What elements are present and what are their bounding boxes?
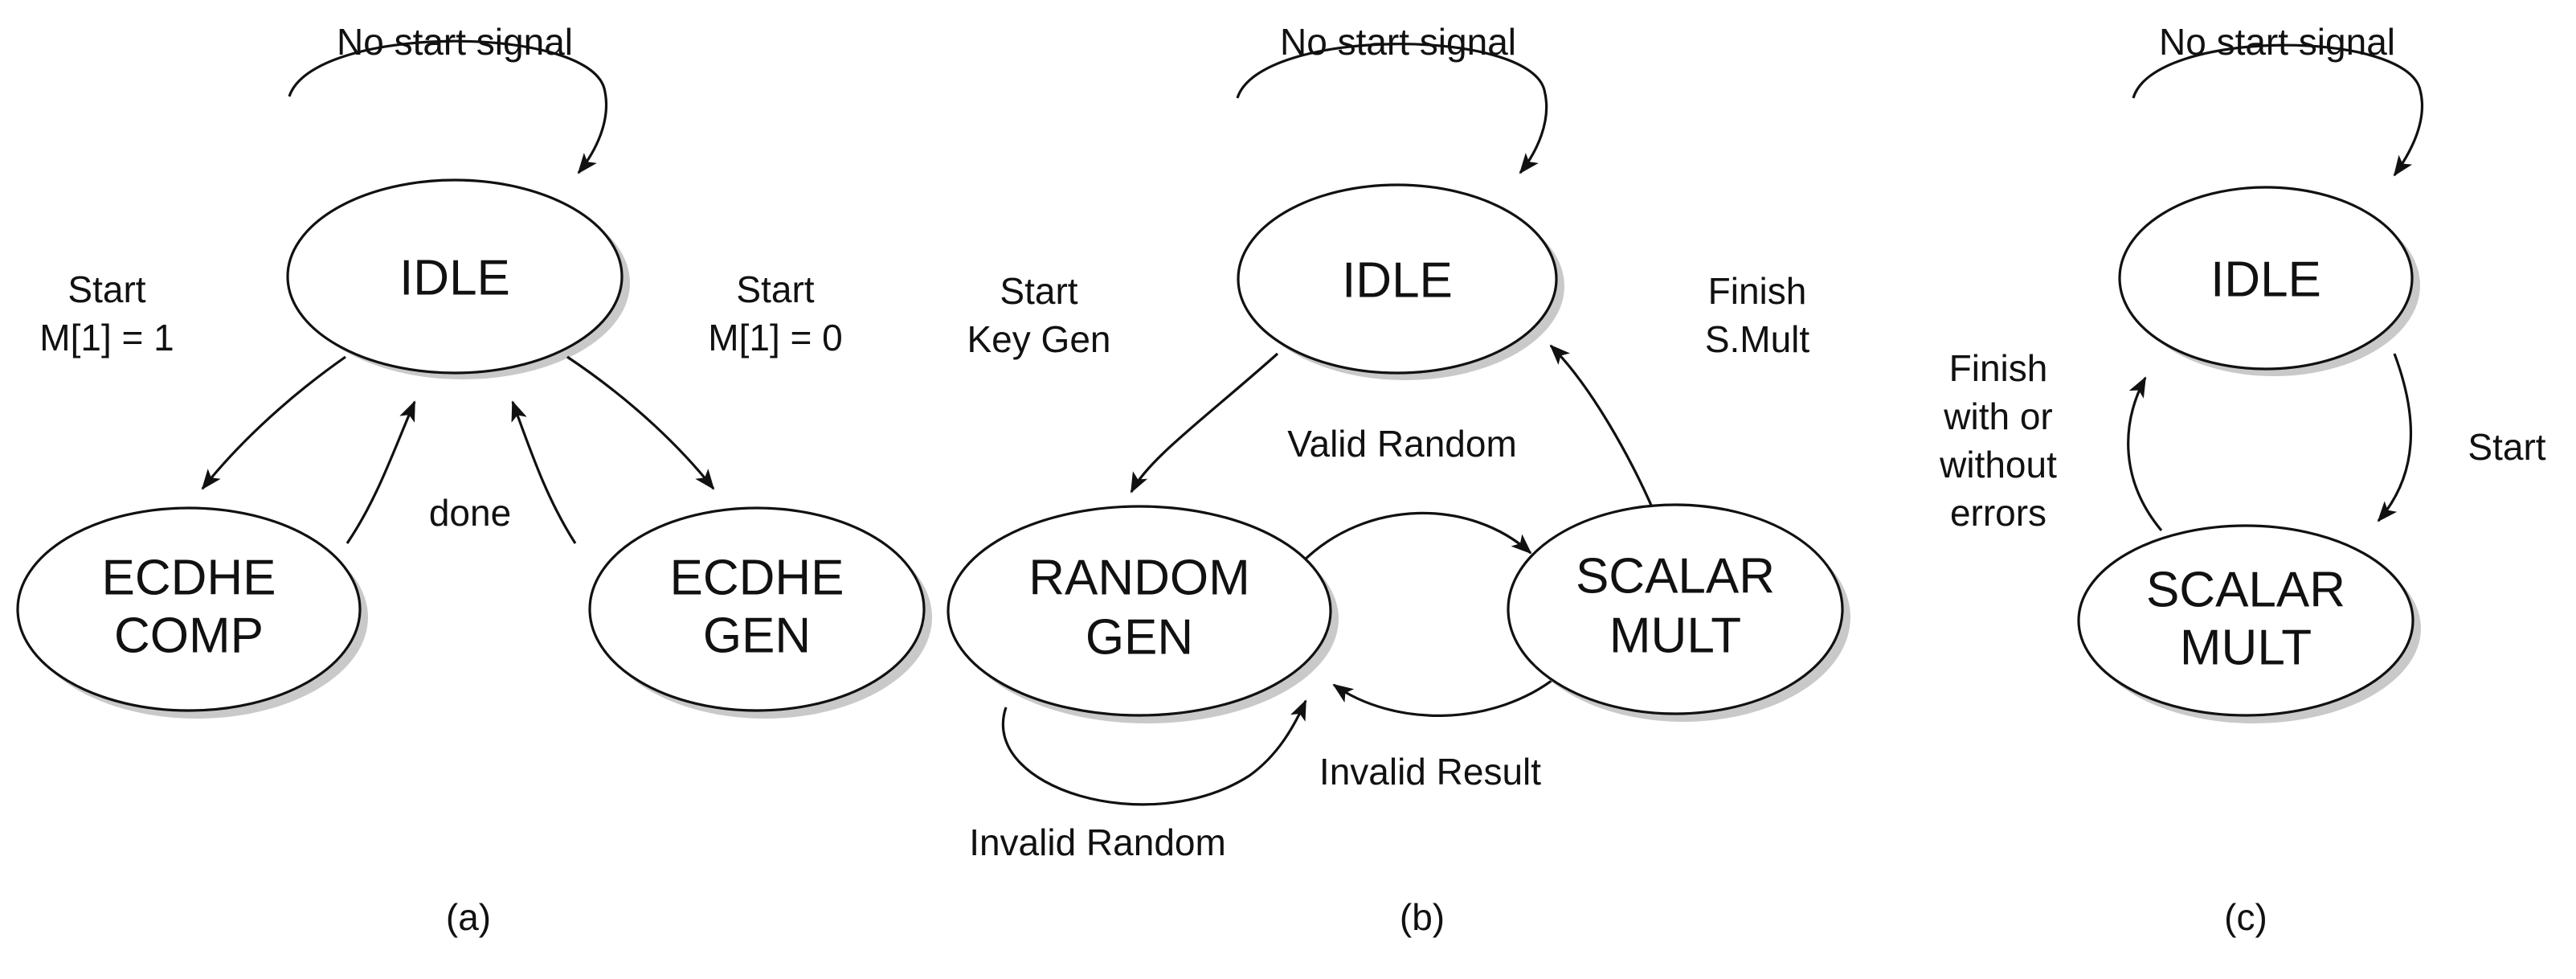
edge-c-scalar-mult-to-idle xyxy=(2127,376,2163,532)
state-b-random-gen[interactable] xyxy=(947,505,1332,717)
edge-label-a-start-right: Start xyxy=(736,268,814,310)
edge-c-idle-to-scalar-mult xyxy=(2377,353,2413,522)
state-label-a-ecdhe-gen-line1: ECDHE xyxy=(669,550,844,605)
state-b-idle[interactable] xyxy=(1237,183,1558,375)
edge-a-idle-to-ecdhe-gen xyxy=(566,355,715,490)
state-c-idle[interactable] xyxy=(2118,186,2414,371)
edge-label-c-finish: Finish xyxy=(1949,347,2048,389)
diagram-a: No start signal IDLE Start M[1] = 1 Star… xyxy=(16,21,932,938)
edge-b-random-gen-to-scalar-mult xyxy=(1300,511,1532,564)
edge-b-random-gen-self-loop xyxy=(1001,699,1307,806)
state-label-a-ecdhe-gen-line2: GEN xyxy=(703,608,811,663)
edge-label-b-start: Start xyxy=(1000,270,1077,312)
state-label-b-random-gen-line1: RANDOM xyxy=(1028,550,1250,605)
state-label-a-idle: IDLE xyxy=(399,250,510,305)
edge-label-c-errors: errors xyxy=(1950,492,2046,534)
caption-b: (b) xyxy=(1400,896,1445,938)
edge-label-a-done: done xyxy=(429,492,511,534)
edge-a-ecdhe-comp-to-idle xyxy=(346,400,416,544)
state-label-b-scalar-mult-line1: SCALAR xyxy=(1576,548,1775,604)
edge-label-a-m1-eq-0: M[1] = 0 xyxy=(708,317,842,358)
edge-label-b-invalid-result: Invalid Result xyxy=(1319,751,1541,793)
state-label-c-scalar-mult-line1: SCALAR xyxy=(2146,562,2345,617)
edge-b-idle-self-loop xyxy=(1236,43,1548,174)
state-label-b-scalar-mult-line2: MULT xyxy=(1609,608,1741,663)
state-label-b-random-gen-line2: GEN xyxy=(1086,609,1193,665)
edge-label-c-start: Start xyxy=(2468,426,2545,468)
state-a-ecdhe-gen[interactable] xyxy=(588,506,926,712)
state-a-idle[interactable] xyxy=(286,178,624,375)
state-label-c-scalar-mult-line2: MULT xyxy=(2180,620,2312,675)
state-b-scalar-mult[interactable] xyxy=(1507,503,1844,715)
state-label-a-ecdhe-comp-line1: ECDHE xyxy=(101,550,276,605)
diagram-b: No start signal IDLE Start Key Gen Finis… xyxy=(947,21,1850,938)
edge-a-idle-to-ecdhe-comp xyxy=(201,355,346,490)
state-label-b-idle: IDLE xyxy=(1342,252,1453,308)
state-label-a-ecdhe-comp-line2: COMP xyxy=(114,608,264,663)
diagram-c: No start signal IDLE Finish with or with… xyxy=(1939,21,2546,938)
edge-label-a-m1-eq-1: M[1] = 1 xyxy=(39,317,174,358)
edge-label-a-start-left: Start xyxy=(67,268,145,310)
edge-label-b-valid-random: Valid Random xyxy=(1287,423,1517,465)
edge-label-c-without: without xyxy=(1939,444,2057,485)
edge-b-idle-to-random-gen xyxy=(1130,352,1279,494)
edge-label-b-s-mult: S.Mult xyxy=(1705,318,1810,360)
edge-a-idle-self-loop xyxy=(288,39,608,174)
caption-c: (c) xyxy=(2224,896,2267,938)
edge-b-scalar-mult-to-random-gen xyxy=(1332,674,1560,717)
edge-label-b-finish: Finish xyxy=(1708,270,1807,312)
edge-label-b-key-gen: Key Gen xyxy=(967,318,1111,360)
edge-label-c-with-or: with or xyxy=(1943,395,2052,437)
edge-label-no-start-signal-b: No start signal xyxy=(1280,21,1516,63)
state-label-c-idle: IDLE xyxy=(2210,252,2321,307)
edge-b-scalar-mult-to-idle xyxy=(1549,344,1657,515)
edge-a-ecdhe-gen-to-idle xyxy=(511,400,577,544)
state-c-scalar-mult[interactable] xyxy=(2077,524,2414,717)
caption-a: (a) xyxy=(446,896,491,938)
state-a-ecdhe-comp[interactable] xyxy=(16,506,362,712)
edge-c-idle-self-loop xyxy=(2132,43,2424,177)
edge-label-b-invalid-random: Invalid Random xyxy=(969,821,1226,863)
